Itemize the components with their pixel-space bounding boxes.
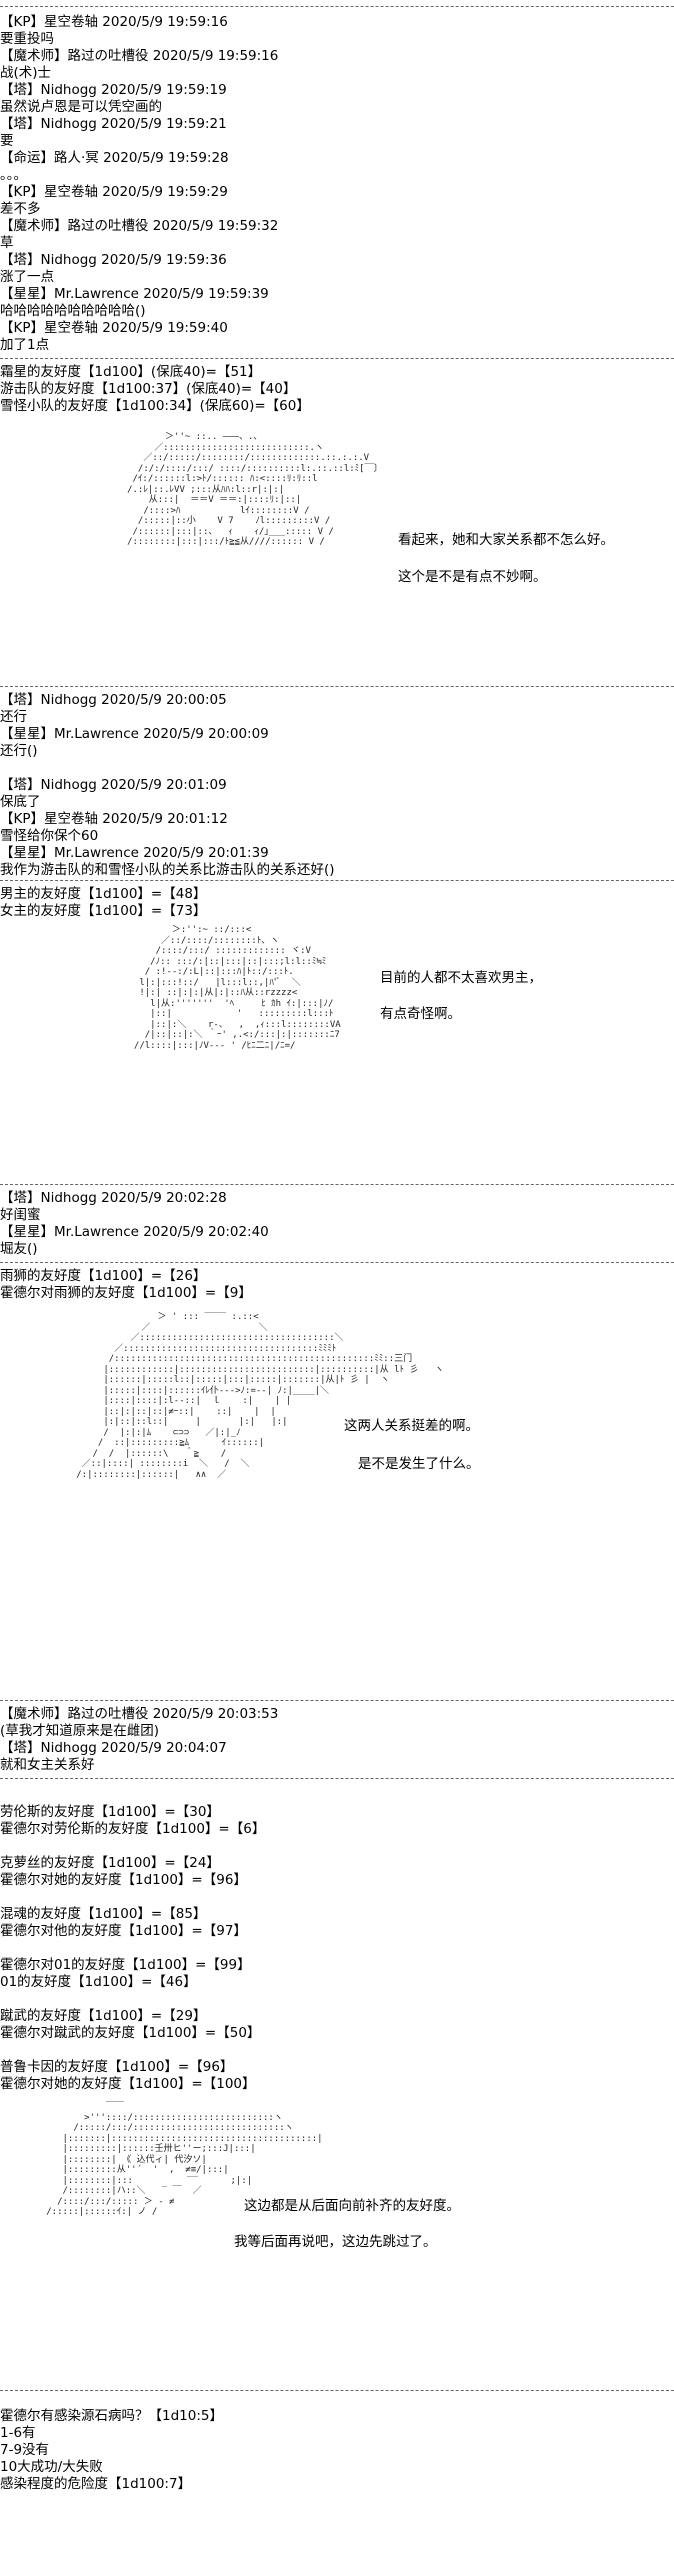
speech-text: 这两人关系挺差的啊。 bbox=[344, 1418, 479, 1434]
dice-line: 霜星的友好度【1d100】(保底40)=【51】 bbox=[0, 364, 262, 380]
log-line: 【KP】星空卷轴 2020/5/9 19:59:40 bbox=[0, 320, 228, 336]
ascii-art-character: ＞ ' ::: ‾‾‾‾ :.::< ／ ＼ ／::::::::::::::::… bbox=[76, 1312, 444, 1480]
dice-line: 蹴武的友好度【1d100】=【29】 bbox=[0, 2008, 207, 2024]
dice-line bbox=[0, 1838, 674, 1855]
log-line: 【魔术师】路过の吐槽役 2020/5/9 19:59:16 bbox=[0, 48, 279, 64]
dice-line: 01的友好度【1d100】=【46】 bbox=[0, 1974, 197, 1990]
separator bbox=[0, 6, 674, 7]
speech-text: 这边都是从后面向前补齐的友好度。 bbox=[244, 2198, 460, 2214]
chat-section-9: 霍德尔有感染源石病吗？【1d10:5】 1-6有 7-9没有 10大成功/大失败… bbox=[0, 2408, 674, 2493]
chat-section-4: 男主的友好度【1d100】=【48】 女主的友好度【1d100】=【73】 bbox=[0, 886, 674, 920]
log-line: 【塔】Nidhogg 2020/5/9 19:59:21 bbox=[0, 116, 227, 132]
log-line: 虽然说卢恩是可以凭空画的 bbox=[0, 99, 162, 115]
log-line: 【塔】Nidhogg 2020/5/9 20:00:05 bbox=[0, 692, 227, 708]
dice-line: 10大成功/大失败 bbox=[0, 2459, 103, 2475]
dice-line: 男主的友好度【1d100】=【48】 bbox=[0, 886, 207, 902]
dice-line bbox=[0, 2042, 674, 2059]
speech-text: 目前的人都不太喜欢男主， bbox=[380, 970, 542, 986]
dice-line: 1-6有 bbox=[0, 2425, 36, 2441]
dice-line: 霍德尔对他的友好度【1d100】=【97】 bbox=[0, 1923, 247, 1939]
log-line: 【魔术师】路过の吐槽役 2020/5/9 19:59:32 bbox=[0, 218, 279, 234]
dice-line: 雪怪小队的友好度【1d100:34】(保底60)=【60】 bbox=[0, 398, 310, 414]
log-line: 【命运】路人·冥 2020/5/9 19:59:28 bbox=[0, 150, 229, 166]
dice-line: 劳伦斯的友好度【1d100】=【30】 bbox=[0, 1804, 220, 1820]
log-line: 要重投吗 bbox=[0, 31, 54, 47]
chat-section-5: 【塔】Nidhogg 2020/5/9 20:02:28 好闺蜜 【星星】Mr.… bbox=[0, 1190, 674, 1258]
dice-line: 霍德尔对她的友好度【1d100】=【100】 bbox=[0, 2076, 256, 2092]
log-line: 就和女主关系好 bbox=[0, 1757, 95, 1773]
ascii-art-character: ￣￣ >'''::::/::::::::::::::::::::::::::ヽ … bbox=[46, 2102, 323, 2217]
log-line: 草 bbox=[0, 235, 14, 251]
log-line: 我作为游击队的和雪怪小队的关系比游击队的关系还好() bbox=[0, 862, 335, 878]
log-line: 哈哈哈哈哈哈哈哈哈哈() bbox=[0, 303, 146, 319]
chat-section-7: 【魔术师】路过の吐槽役 2020/5/9 20:03:53 (草我才知道原来是在… bbox=[0, 1706, 674, 1774]
dice-line bbox=[0, 1940, 674, 1957]
speech-text: 看起来，她和大家关系都不怎么好。 bbox=[398, 532, 614, 548]
log-line: 【KP】星空卷轴 2020/5/9 19:59:16 bbox=[0, 14, 228, 30]
log-line: 还行 bbox=[0, 709, 27, 725]
log-line bbox=[0, 760, 674, 777]
log-line: 涨了一点 bbox=[0, 269, 54, 285]
separator bbox=[0, 1700, 674, 1701]
dice-line: 普鲁卡因的友好度【1d100】=【96】 bbox=[0, 2059, 234, 2075]
chat-section-2: 霜星的友好度【1d100】(保底40)=【51】 游击队的友好度【1d100:3… bbox=[0, 364, 674, 415]
log-line: 加了1点 bbox=[0, 337, 50, 353]
separator bbox=[0, 2390, 674, 2391]
chat-section-3: 【塔】Nidhogg 2020/5/9 20:00:05 还行 【星星】Mr.L… bbox=[0, 692, 674, 879]
dice-line: 游击队的友好度【1d100:37】(保底40)=【40】 bbox=[0, 381, 297, 397]
dice-line bbox=[0, 1991, 674, 2008]
log-line: 【星星】Mr.Lawrence 2020/5/9 20:00:09 bbox=[0, 726, 269, 742]
dice-line: 霍德尔有感染源石病吗？【1d10:5】 bbox=[0, 2408, 223, 2424]
log-line: 【塔】Nidhogg 2020/5/9 20:01:09 bbox=[0, 777, 227, 793]
dice-line: 霍德尔对雨狮的友好度【1d100】=【9】 bbox=[0, 1285, 252, 1301]
log-line: 保底了 bbox=[0, 794, 41, 810]
chat-section-1: 【KP】星空卷轴 2020/5/9 19:59:16 要重投吗 【魔术师】路过の… bbox=[0, 14, 674, 354]
separator bbox=[0, 1262, 674, 1263]
separator bbox=[0, 880, 674, 881]
ascii-art-character: ＞''~ ::.. ―――、.､ ／::::::::::::::::::::::… bbox=[127, 432, 383, 547]
dice-line: 霍德尔对蹴武的友好度【1d100】=【50】 bbox=[0, 2025, 261, 2041]
speech-text: 是不是发生了什么。 bbox=[358, 1456, 480, 1472]
log-line: 【塔】Nidhogg 2020/5/9 19:59:19 bbox=[0, 82, 227, 98]
speech-text: 这个是不是有点不妙啊。 bbox=[398, 569, 547, 585]
dice-line: 霍德尔对她的友好度【1d100】=【96】 bbox=[0, 1872, 247, 1888]
log-line: 【塔】Nidhogg 2020/5/9 19:59:36 bbox=[0, 252, 227, 268]
dice-line: 霍德尔对01的友好度【1d100】=【99】 bbox=[0, 1957, 251, 1973]
log-line: (草我才知道原来是在雌团) bbox=[0, 1723, 160, 1739]
log-line: 要 bbox=[0, 133, 14, 149]
log-line: 【KP】星空卷轴 2020/5/9 20:01:12 bbox=[0, 811, 228, 827]
separator bbox=[0, 358, 674, 359]
dice-line: 霍德尔对劳伦斯的友好度【1d100】=【6】 bbox=[0, 1821, 266, 1837]
chat-section-8: 劳伦斯的友好度【1d100】=【30】 霍德尔对劳伦斯的友好度【1d100】=【… bbox=[0, 1804, 674, 2093]
speech-text: 我等后面再说吧，这边先跳过了。 bbox=[234, 2234, 437, 2250]
dice-line: 女主的友好度【1d100】=【73】 bbox=[0, 903, 207, 919]
log-line: 差不多 bbox=[0, 201, 41, 217]
dice-line: 混魂的友好度【1d100】=【85】 bbox=[0, 1906, 207, 1922]
log-line: 雪怪给你保个60 bbox=[0, 828, 99, 844]
dice-line bbox=[0, 1889, 674, 1906]
log-line: 【塔】Nidhogg 2020/5/9 20:04:07 bbox=[0, 1740, 227, 1756]
log-line: 。。。 bbox=[0, 167, 27, 183]
chat-section-6: 雨狮的友好度【1d100】=【26】 霍德尔对雨狮的友好度【1d100】=【9】 bbox=[0, 1268, 674, 1302]
log-line: 【塔】Nidhogg 2020/5/9 20:02:28 bbox=[0, 1190, 227, 1206]
log-line: 【星星】Mr.Lawrence 2020/5/9 20:02:40 bbox=[0, 1224, 269, 1240]
dice-line: 克萝丝的友好度【1d100】=【24】 bbox=[0, 1855, 220, 1871]
log-line: 战(术)士 bbox=[0, 65, 52, 81]
log-line: 【KP】星空卷轴 2020/5/9 19:59:29 bbox=[0, 184, 228, 200]
log-line: 【星星】Mr.Lawrence 2020/5/9 20:01:39 bbox=[0, 845, 269, 861]
log-line: 还行() bbox=[0, 743, 38, 759]
separator bbox=[0, 686, 674, 687]
speech-text: 有点奇怪啊。 bbox=[380, 1006, 461, 1022]
log-line: 【星星】Mr.Lawrence 2020/5/9 19:59:39 bbox=[0, 286, 269, 302]
dice-line: 7-9没有 bbox=[0, 2442, 50, 2458]
separator bbox=[0, 1778, 674, 1779]
log-line: 堀友() bbox=[0, 1241, 38, 1257]
ascii-art-character: ＞:'':~ ::/:::< ／::/::::/::::::::ﾄ、ヽ /:::… bbox=[133, 925, 341, 1051]
dice-line: 雨狮的友好度【1d100】=【26】 bbox=[0, 1268, 207, 1284]
separator bbox=[0, 1184, 674, 1185]
dice-line: 感染程度的危险度【1d100:7】 bbox=[0, 2476, 192, 2492]
log-line: 好闺蜜 bbox=[0, 1207, 41, 1223]
log-line: 【魔术师】路过の吐槽役 2020/5/9 20:03:53 bbox=[0, 1706, 279, 1722]
